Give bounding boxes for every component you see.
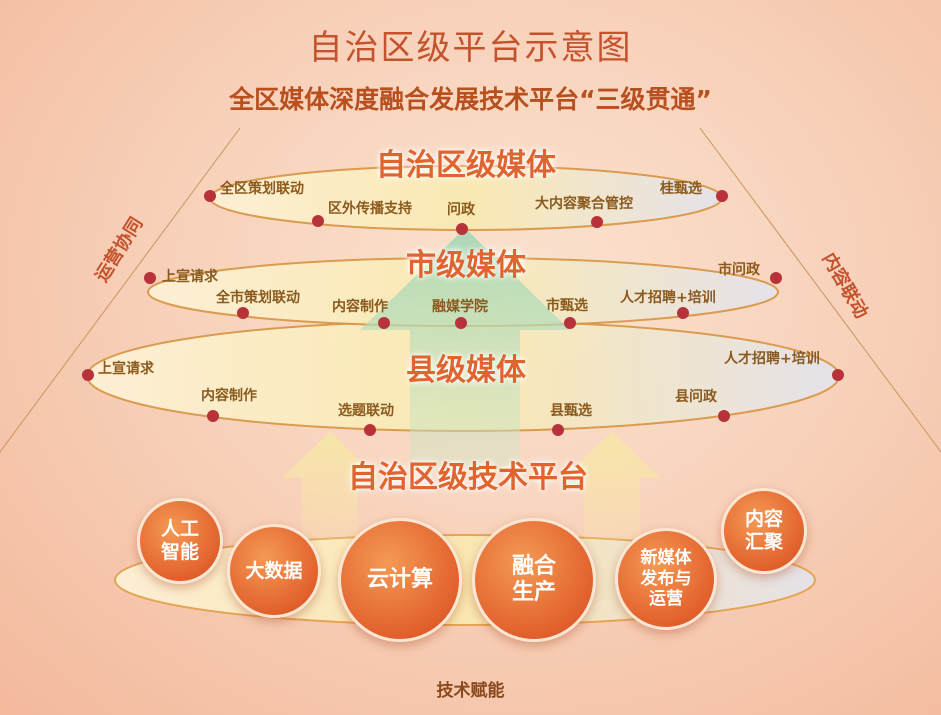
circle-cloud-computing: 云计算 xyxy=(338,518,462,642)
node-label: 全市策划联动 xyxy=(216,290,300,306)
node-label: 市甄选 xyxy=(546,298,588,314)
dots xyxy=(82,190,844,436)
node-label: 问政 xyxy=(447,202,475,218)
page-title: 自治区级平台示意图 xyxy=(308,28,633,68)
node-label: 内容制作 xyxy=(201,388,257,404)
node-label: 大内容聚合管控 xyxy=(535,196,633,212)
circle-content-aggregation: 内容 汇聚 xyxy=(721,488,807,574)
node-label: 融媒学院 xyxy=(432,299,488,315)
node-label: 人才招聘+培训 xyxy=(724,351,820,367)
node-label: 上宣请求 xyxy=(98,361,154,377)
node-label: 市问政 xyxy=(718,262,760,278)
left-arrow xyxy=(282,432,378,540)
circle-big-data: 大数据 xyxy=(227,524,321,618)
node-label: 人才招聘+培训 xyxy=(620,290,716,306)
circle-fusion-production: 融合 生产 xyxy=(472,518,596,642)
right-arrow xyxy=(564,432,660,540)
node-label: 县甄选 xyxy=(550,403,592,419)
trapezoid-left-line xyxy=(0,127,241,453)
page-subtitle: 全区媒体深度融合发展技术平台“三级贯通” xyxy=(229,85,712,114)
node-label: 县问政 xyxy=(675,389,717,405)
node-label: 选题联动 xyxy=(338,403,394,419)
node-label: 上宣请求 xyxy=(162,269,218,285)
circle-ai: 人工 智能 xyxy=(137,498,223,584)
platform-title: 自治区级技术平台 xyxy=(348,460,588,495)
circle-new-media: 新媒体 发布与 运营 xyxy=(615,528,717,630)
center-arrow xyxy=(360,228,570,470)
trapezoid-right-line xyxy=(699,127,941,453)
bottom-label: 技术赋能 xyxy=(436,681,505,701)
node-label: 桂甄选 xyxy=(660,181,702,197)
node-label: 区外传播支持 xyxy=(328,201,412,217)
level-title-county: 县级媒体 xyxy=(406,353,526,388)
level-title-region: 自治区级媒体 xyxy=(376,148,556,183)
node-label: 内容制作 xyxy=(332,299,388,315)
level-title-city: 市级媒体 xyxy=(406,248,526,283)
node-label: 全区策划联动 xyxy=(220,181,304,197)
